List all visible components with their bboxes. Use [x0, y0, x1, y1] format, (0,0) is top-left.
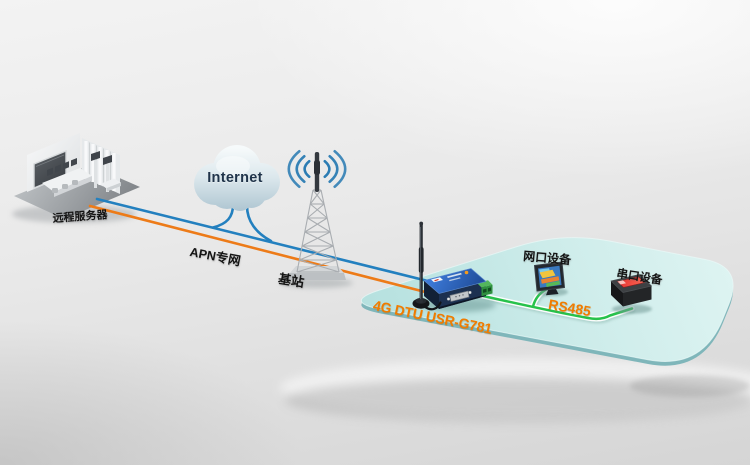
serial-device-display-glint [617, 280, 626, 285]
radio-waves-icon [287, 150, 347, 188]
dtu-db9-connector [446, 290, 472, 302]
rs485-bus-line [458, 286, 636, 324]
dtu-left-face [424, 280, 439, 309]
server-racks [91, 151, 121, 192]
apn-line [88, 204, 439, 297]
internet-line [95, 197, 454, 289]
server-room [12, 133, 140, 223]
serial-device-display [616, 276, 646, 288]
lan-device-stand [546, 289, 559, 296]
dtu-front-lip [439, 294, 486, 309]
cell-tower [281, 150, 353, 288]
tower-antenna-rod [314, 152, 320, 192]
operator-desks [42, 158, 92, 197]
dtu-logo [431, 270, 469, 283]
internet-label: Internet [207, 170, 263, 186]
dtu-antenna [412, 221, 442, 311]
lan-device [534, 261, 568, 296]
serial-device [610, 274, 652, 314]
platform-top [360, 237, 734, 362]
base-station-label: 基站 [277, 270, 306, 290]
lan-device-screen [538, 265, 562, 288]
internet-cloud [194, 145, 280, 243]
dtu-device [412, 221, 496, 312]
tower-lattice [296, 189, 340, 273]
platform-shadow [280, 358, 750, 422]
tower-base [281, 266, 353, 288]
serial-device-left-face [611, 281, 623, 307]
dtu-top-label [423, 268, 487, 294]
